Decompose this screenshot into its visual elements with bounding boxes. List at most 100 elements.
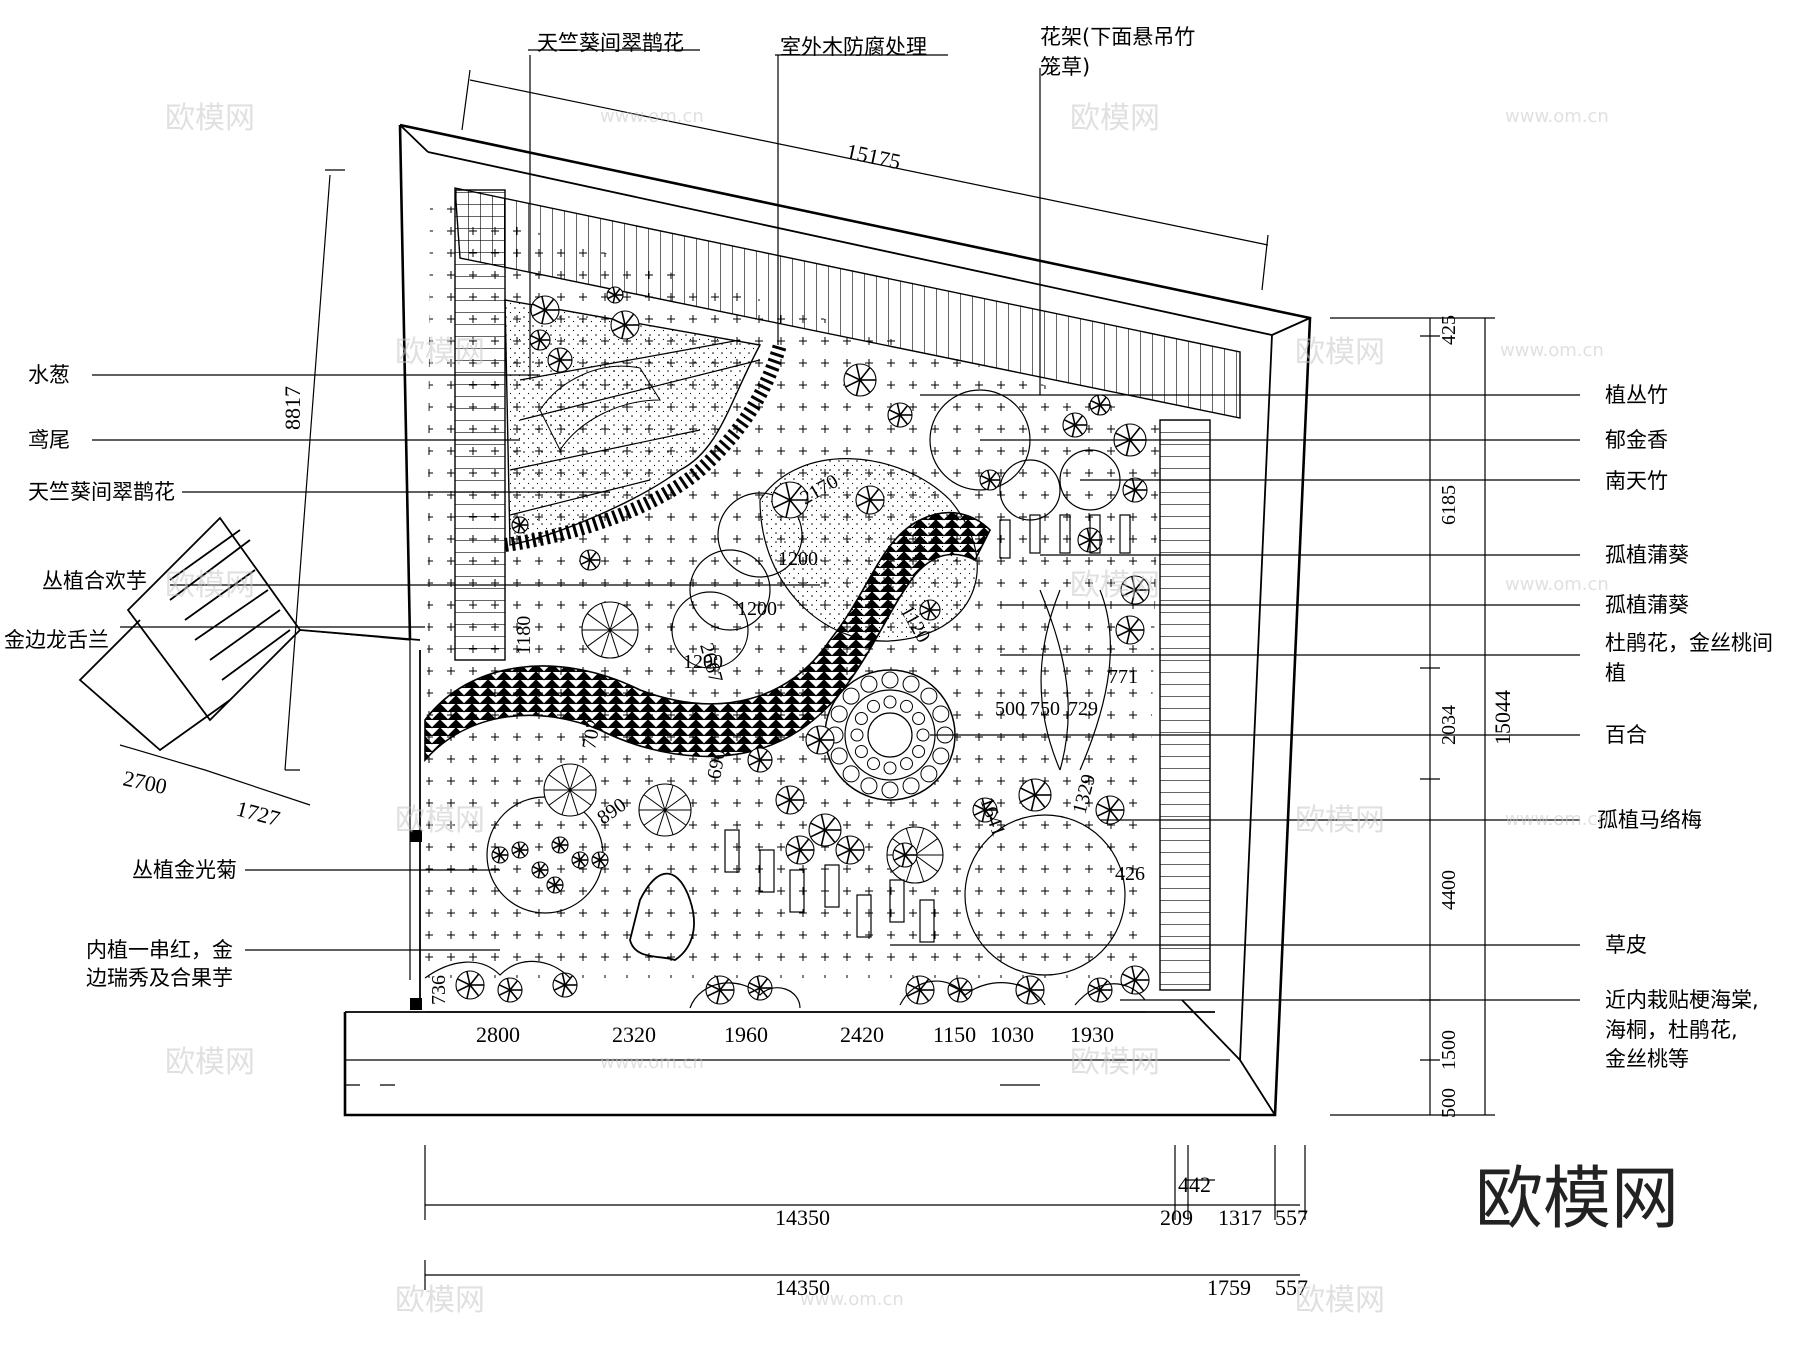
label-livistona-1: 孤植蒲葵 — [1605, 543, 1689, 567]
lily-plant — [842, 687, 860, 705]
dim-right-1: 6185 — [1438, 485, 1460, 525]
lily-plant — [842, 765, 860, 783]
svg-text:www.om.cn: www.om.cn — [600, 1052, 704, 1073]
dim-right-total: 15044 — [1490, 690, 1515, 745]
shrub-symbol — [530, 295, 560, 325]
shrub-symbol — [531, 861, 549, 879]
dim-int-11: 750 — [1030, 698, 1060, 720]
lily-plant — [883, 695, 897, 709]
dim-int-8: 690 — [703, 748, 730, 781]
label-pelargonium-left: 天竺葵间翠鹊花 — [28, 480, 175, 504]
shrub-symbol — [785, 835, 815, 865]
label-malus: 孤植马络梅 — [1597, 808, 1702, 832]
shrub-symbol — [979, 469, 1001, 491]
dim-right-0: 425 — [1438, 315, 1460, 345]
shrub-symbol — [835, 835, 865, 865]
label-livistona-2: 孤植蒲葵 — [1605, 593, 1689, 617]
dim-bottom2-2: 557 — [1275, 1275, 1308, 1300]
shrub-symbol — [606, 286, 624, 304]
svg-text:欧模网: 欧模网 — [395, 1283, 485, 1318]
shrub-symbol — [511, 516, 529, 534]
shrub-symbol — [551, 836, 569, 854]
brand-logo: 欧模网 — [1475, 1160, 1679, 1239]
dim-int-12: 729 — [1068, 698, 1098, 720]
lily-plant — [867, 699, 880, 713]
dim-int-13: 771 — [1108, 666, 1138, 688]
lily-plant — [881, 781, 899, 799]
rock-feature — [629, 872, 695, 961]
lily-plant — [900, 699, 913, 713]
lily-plant — [883, 761, 897, 775]
dimension-lines — [119, 69, 1495, 1290]
dim-bottom-row-4: 1150 — [933, 1022, 976, 1047]
shrub-symbol — [843, 363, 877, 397]
shrub-symbol — [552, 972, 578, 998]
shrub-symbol — [919, 599, 941, 621]
dim-int-17: 736 — [428, 975, 450, 1005]
wood-deck-left — [454, 189, 506, 661]
dim-bottom1-3: 1317 — [1218, 1205, 1262, 1230]
lily-plant — [830, 747, 848, 765]
dim-int-16: 426 — [1115, 863, 1145, 885]
shrub-symbol — [579, 549, 601, 571]
shrub-symbol — [1015, 975, 1045, 1005]
shrub-symbol — [855, 485, 885, 515]
label-bamboo: 植丛竹 — [1605, 383, 1668, 407]
shrub-symbol — [638, 783, 692, 837]
shrub-symbol — [1089, 394, 1111, 416]
dim-bottom-row-2: 1960 — [724, 1022, 768, 1047]
lily-plant — [900, 757, 913, 771]
shrub-symbol — [775, 785, 805, 815]
shrub-symbol — [1095, 795, 1125, 825]
dim-bottom1-2: 442 — [1178, 1172, 1211, 1197]
lily-plant — [881, 671, 899, 689]
shrub-symbol — [1115, 615, 1145, 645]
dotted-beds — [539, 365, 978, 642]
dim-right-5: 500 — [1438, 1088, 1460, 1118]
dim-bottom1-0: 14350 — [775, 1205, 830, 1230]
lily-plant — [912, 712, 926, 725]
svg-text:欧模网: 欧模网 — [1070, 568, 1160, 603]
shrub-symbol — [805, 725, 835, 755]
lily-plant — [860, 675, 878, 693]
leader-lines — [92, 49, 1580, 1001]
shrub-symbol — [455, 970, 485, 1000]
label-syngonium: 丛植合欢芋 — [42, 569, 147, 593]
label-scirpus: 水葱 — [28, 363, 70, 387]
label-iris: 鸢尾 — [28, 428, 70, 452]
shrub-symbol — [546, 876, 564, 894]
lily-plant — [854, 745, 868, 758]
dim-bottom-row-6: 1930 — [1070, 1022, 1114, 1047]
dim-bottom1-1: 209 — [1160, 1205, 1193, 1230]
shrub-symbol — [705, 975, 735, 1005]
label-lawn: 草皮 — [1605, 933, 1647, 957]
shrub-symbol — [491, 846, 509, 864]
label-trellis-1: 花架(下面悬吊竹 — [1040, 25, 1195, 49]
svg-text:欧模网: 欧模网 — [165, 1045, 255, 1080]
dim-right-2: 2034 — [1438, 705, 1460, 745]
shrub-symbol — [610, 310, 640, 340]
dim-bottom-row-1: 2320 — [612, 1022, 656, 1047]
dim-int-3: 1200 — [683, 651, 723, 673]
dim-stair-b: 1727 — [234, 796, 283, 832]
dim-bottom1-4: 557 — [1275, 1205, 1308, 1230]
shrub-symbols — [455, 286, 1150, 1005]
site-boundary — [343, 123, 1312, 1117]
lily-plant — [830, 705, 848, 723]
shrub-symbol — [591, 851, 609, 869]
dim-bottom-row-0: 2800 — [476, 1022, 520, 1047]
watermarks: 欧模网 www.om.cn 欧模网 www.om.cn 欧模网 欧模网 www.… — [165, 101, 1609, 1318]
shrub-symbol — [547, 347, 573, 373]
dim-int-7: 702 — [578, 718, 605, 751]
dim-stair-a: 2700 — [121, 765, 169, 799]
shrub-symbol — [1120, 575, 1150, 605]
svg-text:欧模网: 欧模网 — [165, 101, 255, 136]
shrub-symbol — [581, 601, 639, 659]
dim-bottom2-0: 14350 — [775, 1275, 830, 1300]
lily-plant — [920, 765, 938, 783]
label-salvia-2: 边瑞秀及合果芋 — [86, 966, 233, 990]
shrub-symbol — [771, 481, 809, 519]
shrub-symbol — [905, 975, 935, 1005]
dim-bottom-row-5: 1030 — [990, 1022, 1034, 1047]
